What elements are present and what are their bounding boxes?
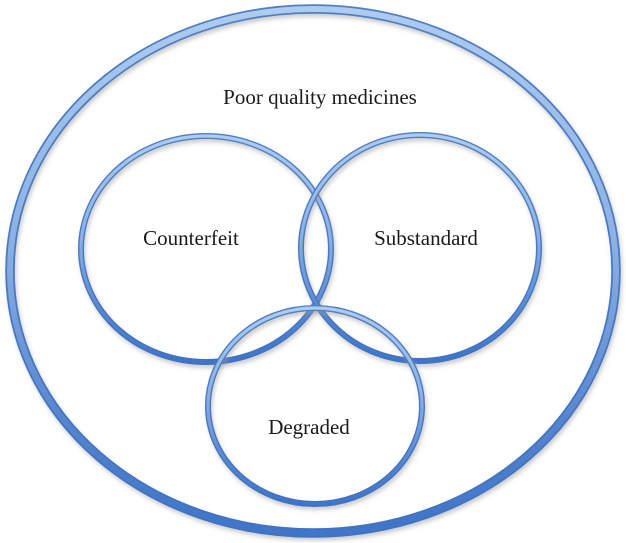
substandard-label: Substandard [374,226,478,250]
outer-ellipse-group [5,4,621,538]
degraded-circle [206,306,424,506]
counterfeit-circle [79,134,333,364]
counterfeit-circle-group [78,133,334,365]
outer-ellipse [7,6,619,536]
degraded-circle-group [205,305,425,507]
diagram-title: Poor quality medicines [223,85,417,109]
degraded-label: Degraded [268,415,350,439]
substandard-circle-group [298,132,542,364]
counterfeit-label: Counterfeit [143,226,239,250]
substandard-circle [299,133,541,363]
